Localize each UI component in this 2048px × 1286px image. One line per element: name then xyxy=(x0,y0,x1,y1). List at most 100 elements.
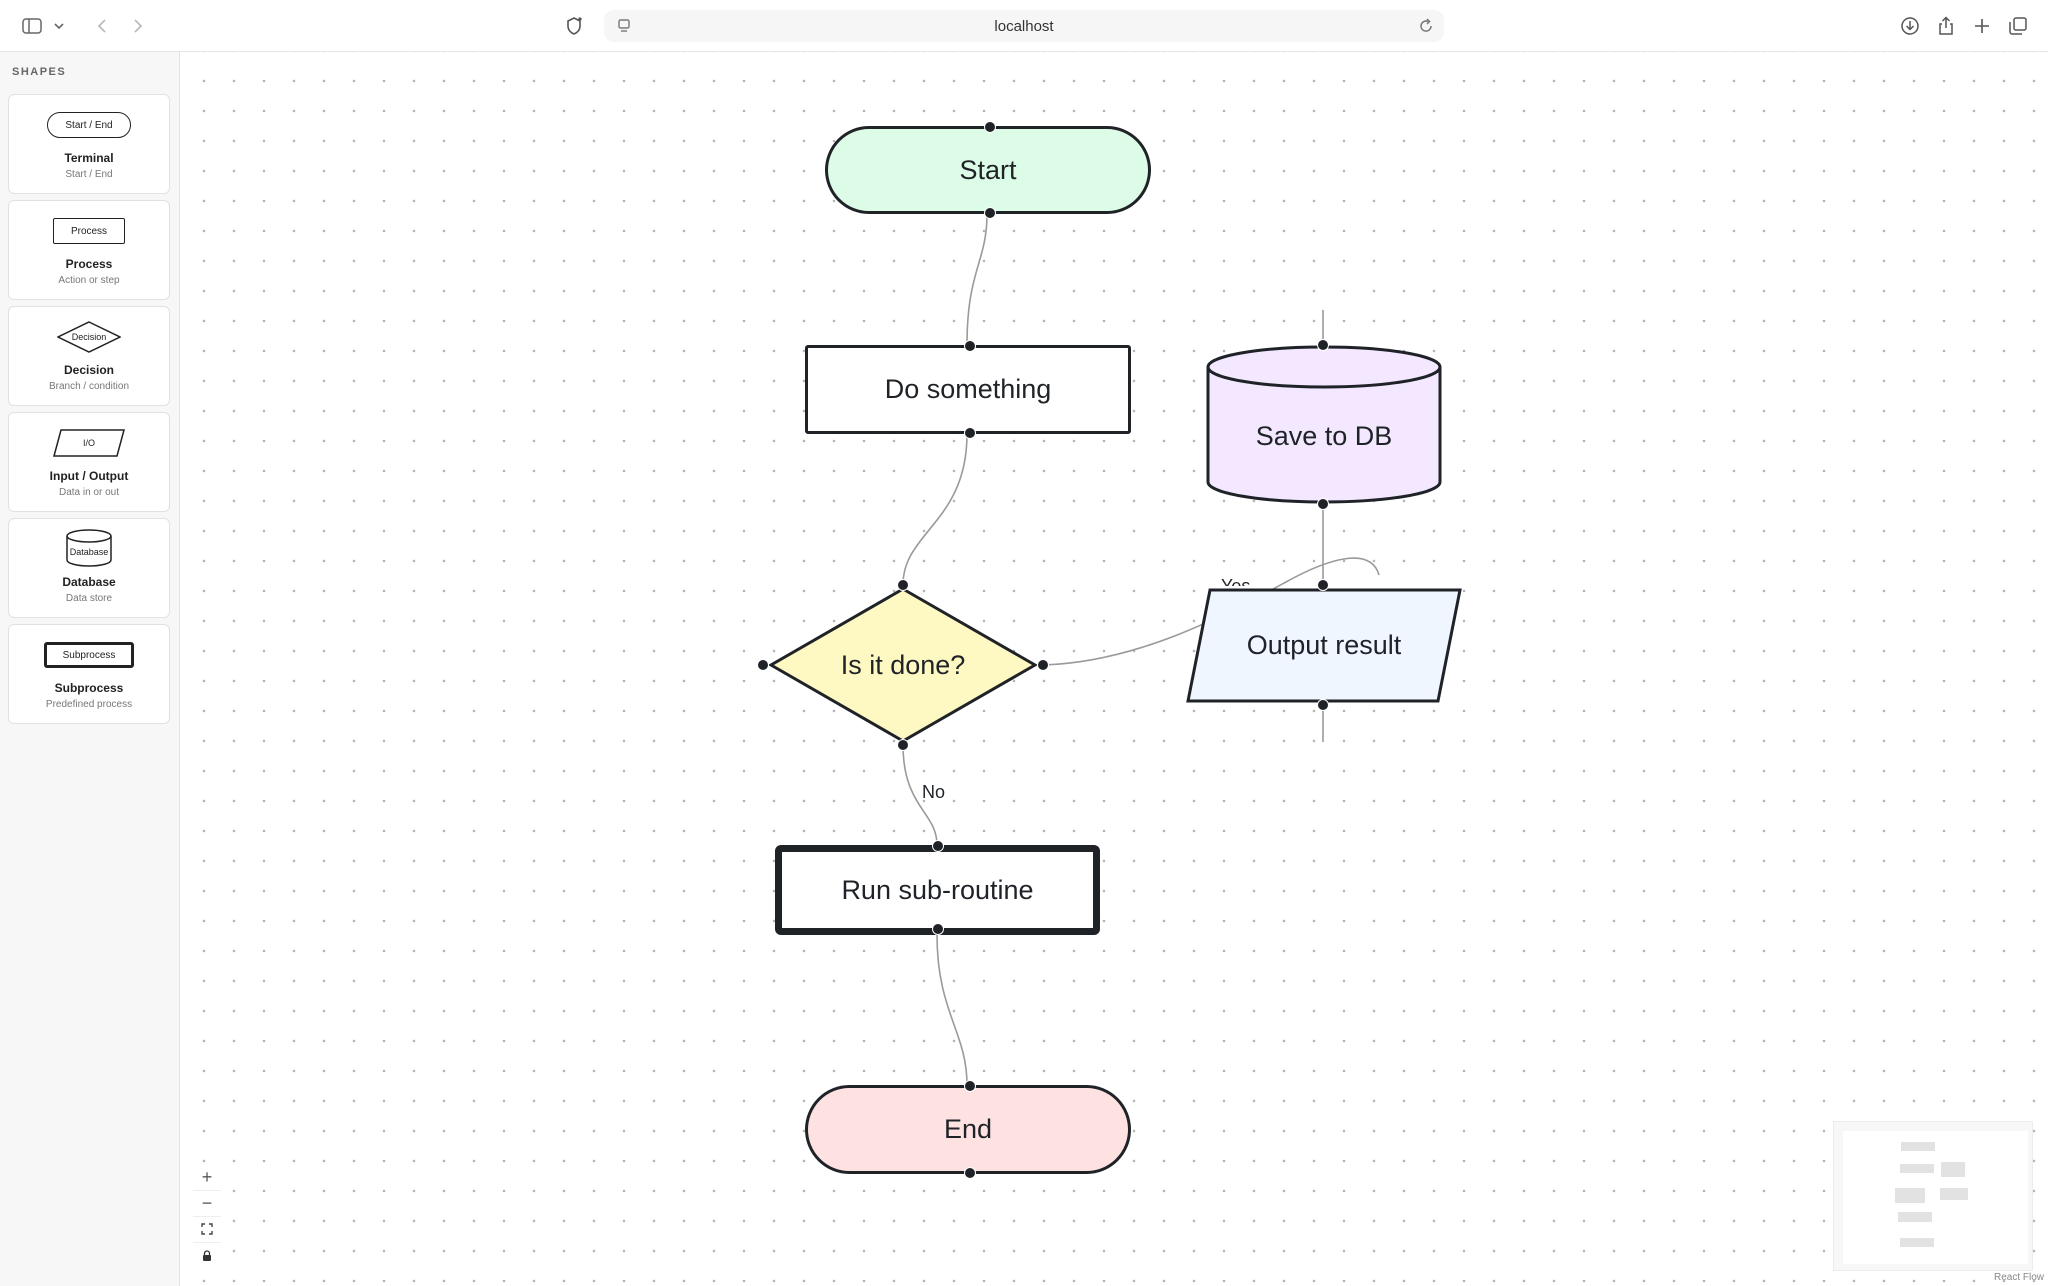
node-label: End xyxy=(943,1114,993,1144)
privacy-shield-button[interactable] xyxy=(560,12,588,40)
input-output-shape-icon: I/O xyxy=(9,427,169,459)
lock-button[interactable] xyxy=(193,1243,221,1269)
shape-card-subprocess[interactable]: Subprocess Subprocess Predefined process xyxy=(8,624,170,724)
react-flow-attribution[interactable]: React Flow xyxy=(1993,1272,2044,1283)
shield-icon xyxy=(564,16,584,36)
node-label: Output result xyxy=(1246,629,1402,660)
handle-left[interactable] xyxy=(757,659,769,671)
shape-name: Terminal xyxy=(64,151,114,165)
lock-icon xyxy=(202,1246,212,1267)
fit-view-icon xyxy=(201,1219,213,1240)
share-button[interactable] xyxy=(1932,12,1960,40)
node-start[interactable]: Start xyxy=(825,121,1151,219)
node-label: Run sub-routine xyxy=(841,874,1034,905)
decision-shape-icon: Decision xyxy=(9,321,169,353)
shape-preview-label: I/O xyxy=(82,438,95,448)
downloads-button[interactable] xyxy=(1896,12,1924,40)
edge-start-to-do-something[interactable] xyxy=(966,213,988,346)
database-shape-icon: Database xyxy=(9,529,169,567)
shape-name: Database xyxy=(62,575,116,589)
node-run-sub-routine[interactable]: Run sub-routine xyxy=(775,840,1100,935)
handle-bottom[interactable] xyxy=(964,427,976,439)
shape-card-database[interactable]: Database Database Data store xyxy=(8,518,170,618)
back-button[interactable] xyxy=(88,12,116,40)
handle-bottom[interactable] xyxy=(964,1167,976,1179)
shape-description: Branch / condition xyxy=(48,381,130,392)
edge-subroutine-to-end[interactable] xyxy=(936,934,968,1086)
node-label: Do something xyxy=(884,374,1052,404)
forward-button[interactable] xyxy=(124,12,152,40)
edge-label-no: No xyxy=(922,782,946,802)
shape-card-process[interactable]: Process Process Action or step xyxy=(8,200,170,300)
edge-decision-to-subroutine[interactable] xyxy=(902,744,938,846)
input-output-shape xyxy=(1186,588,1462,703)
edge-label-yes: Yes xyxy=(1221,576,1251,586)
share-icon xyxy=(1937,16,1955,36)
handle-bottom[interactable] xyxy=(932,923,944,935)
zoom-out-button[interactable]: − xyxy=(193,1191,221,1217)
handle-top[interactable] xyxy=(897,579,909,591)
canvas-controls: + − xyxy=(193,1165,221,1269)
handle-bottom[interactable] xyxy=(897,739,909,751)
chevron-down-icon xyxy=(54,22,64,30)
shape-description: Predefined process xyxy=(45,699,133,710)
handle-top[interactable] xyxy=(932,840,944,852)
edge-do-something-to-decision[interactable] xyxy=(902,433,968,586)
fit-view-button[interactable] xyxy=(193,1217,221,1243)
shape-card-decision[interactable]: Decision Decision Branch / condition xyxy=(8,306,170,406)
zoom-in-button[interactable]: + xyxy=(193,1165,221,1191)
shape-card-input-output[interactable]: I/O Input / Output Data in or out xyxy=(8,412,170,512)
terminal-shape-icon: Start / End xyxy=(9,109,169,141)
handle-top[interactable] xyxy=(1317,579,1329,591)
minus-icon: − xyxy=(201,1193,213,1213)
sidebar-toggle-button[interactable] xyxy=(14,12,72,40)
shape-preview-label: Subprocess xyxy=(62,649,116,661)
plus-icon xyxy=(1974,18,1990,34)
handle-bottom[interactable] xyxy=(1317,699,1329,711)
shapes-sidebar: SHAPES Start / End Terminal Start / End … xyxy=(0,52,180,1286)
shape-description: Action or step xyxy=(58,275,120,286)
handle-top[interactable] xyxy=(964,1080,976,1092)
browser-toolbar: localhost xyxy=(0,0,2048,52)
process-shape-icon: Process xyxy=(9,215,169,247)
address-bar[interactable]: localhost xyxy=(604,10,1444,42)
minimap-nodes xyxy=(1843,1131,2028,1264)
node-is-it-done[interactable]: Is it done? xyxy=(757,579,1049,751)
tabs-icon xyxy=(2009,17,2027,35)
sidebar-heading: SHAPES xyxy=(12,66,67,78)
handle-right[interactable] xyxy=(1037,659,1049,671)
node-label: Start xyxy=(959,154,1017,185)
shape-card-terminal[interactable]: Start / End Terminal Start / End xyxy=(8,94,170,194)
handle-bottom[interactable] xyxy=(984,207,996,219)
page-settings-icon[interactable] xyxy=(616,17,632,40)
shape-preview-label: Start / End xyxy=(65,119,113,131)
shape-name: Decision xyxy=(63,363,114,377)
sidebar-icon xyxy=(22,18,42,34)
minimap[interactable] xyxy=(1833,1121,2033,1271)
shape-name: Input / Output xyxy=(49,469,129,483)
node-save-to-db[interactable]: Save to DB xyxy=(1206,339,1442,510)
reload-icon[interactable] xyxy=(1418,17,1434,40)
chevron-left-icon xyxy=(97,18,107,34)
node-label: Is it done? xyxy=(840,649,966,680)
node-do-something[interactable]: Do something xyxy=(805,340,1131,439)
download-icon xyxy=(1900,16,1920,36)
node-end[interactable]: End xyxy=(805,1080,1131,1179)
subprocess-shape-icon: Subprocess xyxy=(9,639,169,671)
handle-top[interactable] xyxy=(964,340,976,352)
flow-canvas[interactable]: Start Do something Save to DB Is it done… xyxy=(181,52,2048,1286)
shape-description: Data store xyxy=(65,593,113,604)
node-output-result[interactable]: Output result xyxy=(1186,579,1462,711)
shape-preview-label: Decision xyxy=(71,332,107,342)
url-text: localhost xyxy=(994,17,1054,35)
shape-description: Start / End xyxy=(65,169,113,180)
tab-overview-button[interactable] xyxy=(2004,12,2032,40)
chevron-right-icon xyxy=(133,18,143,34)
shape-name: Subprocess xyxy=(54,681,124,695)
plus-icon: + xyxy=(201,1167,213,1187)
handle-top[interactable] xyxy=(1317,339,1329,351)
shape-preview-label: Database xyxy=(69,547,109,557)
new-tab-button[interactable] xyxy=(1968,12,1996,40)
handle-bottom[interactable] xyxy=(1317,498,1329,510)
handle-top[interactable] xyxy=(984,121,996,133)
